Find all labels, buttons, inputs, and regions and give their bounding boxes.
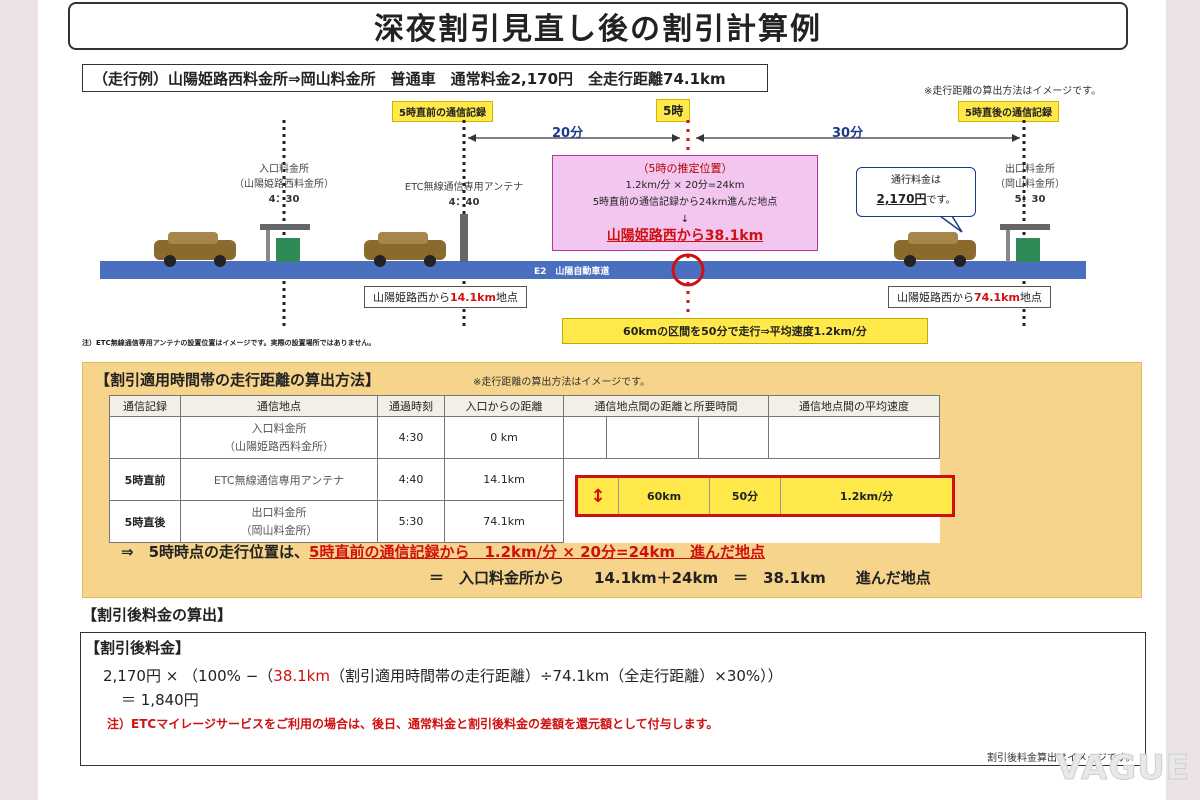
route-diagram bbox=[100, 120, 1086, 330]
page-title: 深夜割引見直し後の割引計算例 bbox=[68, 2, 1128, 50]
distance-label-antenna: 山陽姫路西から14.1km地点 bbox=[364, 286, 527, 308]
car-icon bbox=[894, 232, 976, 267]
badge-5: 5時 bbox=[656, 99, 691, 122]
toll-booth-exit bbox=[1000, 224, 1050, 262]
formula-box-title: 【割引後料金】 bbox=[85, 639, 191, 657]
highlight-interval-row: ↕ 60km 50分 1.2km/分 bbox=[575, 475, 955, 517]
estimated-position-box: （5時の推定位置） 1.2km/分 × 20分=24km 5時直前の通信記録から… bbox=[552, 155, 818, 251]
distance-calc-section: 【割引適用時間帯の走行距離の算出方法】 ※走行距離の算出方法はイメージです。 通… bbox=[82, 362, 1142, 598]
toll-booth-entry bbox=[260, 224, 310, 262]
slide: 深夜割引見直し後の割引計算例 （走行例）山陽姫路西料金所⇒岡山料金所 普通車 通… bbox=[38, 0, 1190, 800]
antenna-label: ETC無線通信専用アンテナ 4：40 bbox=[404, 182, 524, 208]
average-speed-bar: 60kmの区間を50分で走行⇒平均速度1.2km/分 bbox=[562, 318, 928, 344]
discount-fare-title: 【割引後料金の算出】 bbox=[82, 606, 233, 624]
double-arrow-icon: ↕ bbox=[578, 478, 619, 514]
table-row: 5時直前 ETC無線通信専用アンテナ 4:40 14.1km bbox=[109, 458, 940, 501]
formula-result: ＝ 1,840円 bbox=[121, 691, 199, 709]
table-row: 入口料金所（山陽姫路西料金所） 4:30 0 km bbox=[109, 416, 940, 459]
gap-left: 20分 bbox=[552, 126, 584, 141]
table-row: 5時直後 出口料金所（岡山料金所） 5:30 74.1km bbox=[109, 500, 940, 543]
road-label: E2 山陽自動車道 bbox=[534, 267, 610, 277]
distance-label-exit: 山陽姫路西から74.1km地点 bbox=[888, 286, 1051, 308]
antenna-pole bbox=[460, 214, 468, 262]
gap-right: 30分 bbox=[832, 126, 864, 141]
position-line-1: ⇒ 5時時点の走行位置は、5時直前の通信記録から 1.2km/分 × 20分=2… bbox=[121, 543, 766, 561]
section-note: ※走行距離の算出方法はイメージです。 bbox=[473, 377, 651, 388]
antenna-position-note: 注）ETC無線通信専用アンテナの設置位置はイメージです。実際の設置場所ではありま… bbox=[82, 339, 376, 347]
interval-distance: 60km bbox=[619, 478, 710, 514]
fare-speech-bubble: 通行料金は 2,170円です。 bbox=[856, 167, 976, 217]
watermark-logo: VAGUE bbox=[1055, 748, 1191, 789]
fare-image-note: 割引後料金算出はイメージです。 bbox=[987, 753, 1136, 764]
car-icon bbox=[154, 232, 236, 267]
formula-box: 【割引後料金】 2,170円 × （100% −（38.1km（割引適用時間帯の… bbox=[80, 632, 1146, 766]
exit-tollgate-label: 出口料金所 （岡山料金所） 5：30 bbox=[995, 164, 1065, 205]
mileage-note: 注）ETCマイレージサービスをご利用の場合は、後日、通常料金と割引後料金の差額を… bbox=[107, 717, 719, 731]
interval-speed: 1.2km/分 bbox=[839, 490, 894, 503]
interval-time: 50分 bbox=[710, 478, 781, 514]
badge-before-5: 5時直前の通信記録 bbox=[392, 101, 493, 122]
formula-line: 2,170円 × （100% −（38.1km（割引適用時間帯の走行距離）÷74… bbox=[103, 667, 783, 685]
badge-after-5: 5時直後の通信記録 bbox=[958, 101, 1059, 122]
calc-table: 通信記録 通信地点 通過時刻 入口からの距離 通信地点間の距離と所要時間 通信地… bbox=[109, 395, 940, 543]
distance-image-note: ※走行距離の算出方法はイメージです。 bbox=[924, 86, 1102, 97]
position-line-2: ＝ 入口料金所から 14.1km＋24km ＝ 38.1km 進んだ地点 bbox=[429, 569, 931, 587]
entry-tollgate-label: 入口料金所 （山陽姫路西料金所） 4：30 bbox=[234, 164, 334, 205]
example-route: （走行例）山陽姫路西料金所⇒岡山料金所 普通車 通常料金2,170円 全走行距離… bbox=[82, 64, 768, 92]
section-title: 【割引適用時間帯の走行距離の算出方法】 bbox=[95, 371, 381, 389]
car-icon bbox=[364, 232, 446, 267]
